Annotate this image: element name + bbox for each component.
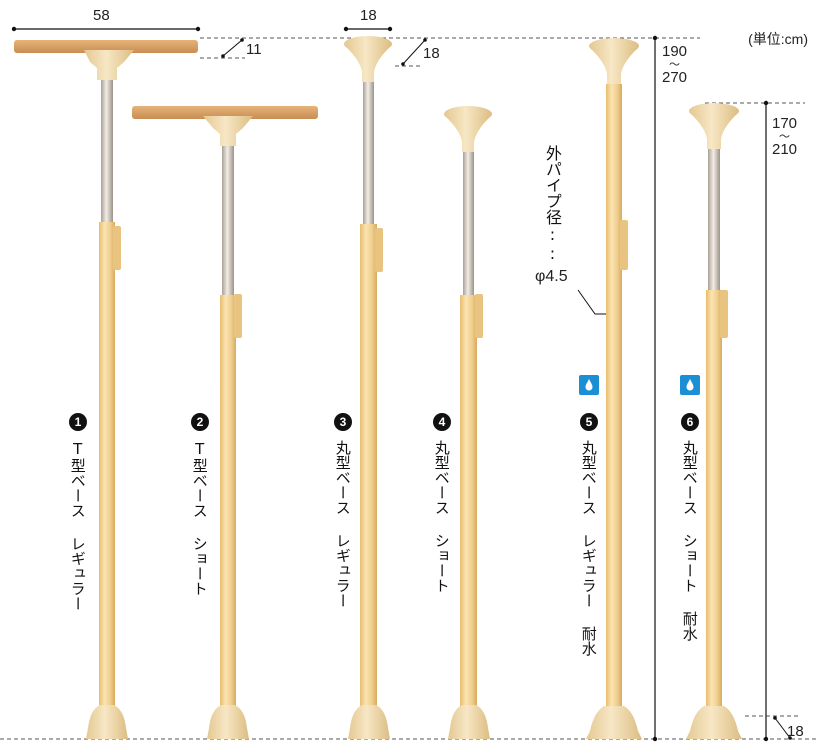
- product-number-badge: 5: [580, 413, 598, 431]
- foot-height-label: 18: [787, 723, 804, 740]
- product-name-label: 丸型ベース レギュラー: [333, 440, 352, 608]
- product-name-label: 丸型ベース ショート 耐水: [680, 440, 699, 641]
- short-height-to: 210: [772, 140, 798, 158]
- product-name-label: T型ベース レギュラー: [68, 440, 87, 611]
- product-name-label: 丸型ベース レギュラー 耐水: [579, 440, 598, 656]
- pole-5-round-base-regular-waterproof: [586, 38, 642, 739]
- product-number-badge: 6: [681, 413, 699, 431]
- product-number-badge: 1: [69, 413, 87, 431]
- t-base-height-label: 11: [246, 41, 262, 58]
- waterproof-icon: [579, 375, 599, 395]
- waterproof-icon: [680, 375, 700, 395]
- round-base-height-dimension: [401, 38, 427, 66]
- pole-3-round-base-regular: [344, 36, 392, 739]
- t-base-width-dimension: [11, 26, 201, 32]
- pole-2-t-base-short: [132, 106, 318, 739]
- round-base-width-dimension: [343, 26, 393, 32]
- product-number-badge: 2: [191, 413, 209, 431]
- product-name-label: 丸型ベース ショート: [432, 440, 451, 593]
- product-number-badge: 3: [334, 413, 352, 431]
- regular-height-tilde: 〜: [669, 58, 681, 71]
- pole-1-t-base-regular: [14, 40, 198, 739]
- pole-6-round-base-short-waterproof: [686, 103, 742, 739]
- pole-4-round-base-short: [444, 106, 492, 739]
- t-base-width-label: 58: [93, 7, 110, 24]
- unit-label: (単位:cm): [748, 31, 808, 47]
- product-number-badge: 4: [433, 413, 451, 431]
- t-base-height-dimension: [221, 38, 244, 58]
- regular-height-dimension: [652, 35, 658, 742]
- round-base-height-label: 18: [423, 45, 440, 62]
- pipe-diameter-value: φ4.5: [535, 268, 568, 285]
- short-height-from: 170: [772, 115, 798, 132]
- short-height-range: 170 〜 210: [772, 116, 797, 158]
- regular-height-range: 190 〜 270: [662, 44, 687, 86]
- short-height-tilde: 〜: [779, 130, 791, 143]
- foot-height-dimension: [773, 716, 792, 740]
- round-base-width-label: 18: [360, 7, 377, 24]
- product-name-label: T型ベース ショート: [190, 440, 209, 596]
- pipe-diameter-label: 外パイプ径::: [543, 145, 562, 263]
- regular-height-from: 190: [662, 43, 688, 60]
- regular-height-to: 270: [662, 68, 688, 86]
- short-height-dimension: [763, 100, 769, 742]
